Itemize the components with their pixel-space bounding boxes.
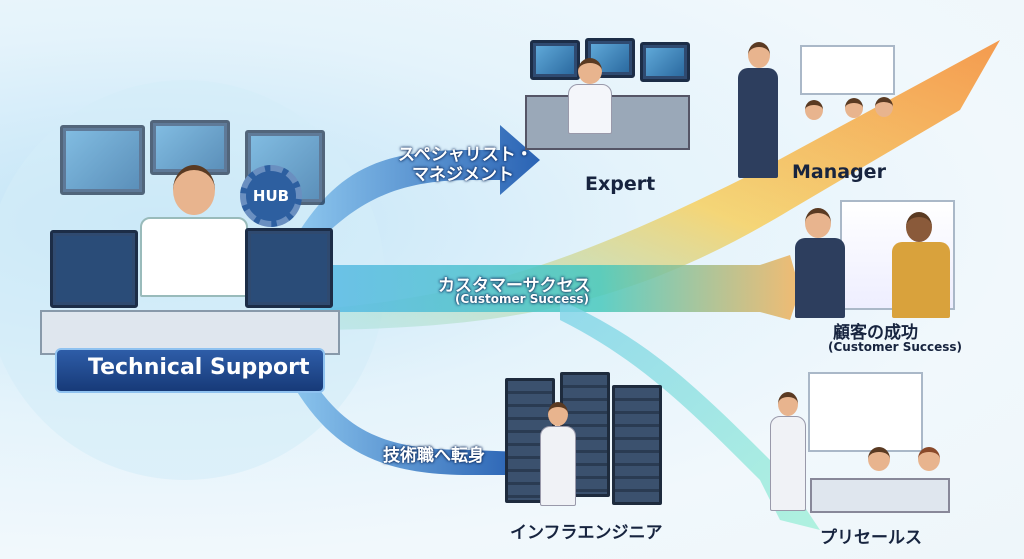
growth-chart xyxy=(800,45,895,95)
destination-infra: インフラエンジニア xyxy=(510,523,663,543)
destination-customer-success-en: (Customer Success) xyxy=(828,340,963,354)
engineer-body xyxy=(540,426,576,506)
expert-monitor xyxy=(530,40,580,80)
expert-head xyxy=(578,58,602,84)
path-label-management: マネジメント xyxy=(412,165,514,185)
path-label-tech-transfer: 技術職へ転身 xyxy=(383,446,485,466)
presenter-body xyxy=(770,416,806,511)
destination-manager: Manager xyxy=(792,161,886,183)
dashboard-screen xyxy=(150,120,230,175)
expert-body xyxy=(568,84,612,134)
hub-title: Technical Support xyxy=(88,355,310,380)
right-monitor xyxy=(245,228,333,308)
customer-head xyxy=(906,212,932,242)
blue-arrow-up xyxy=(300,125,540,240)
manager-body xyxy=(738,68,778,178)
teal-band xyxy=(300,255,800,320)
left-monitor xyxy=(50,230,138,308)
presentation-board xyxy=(808,372,923,452)
hub-gear-icon: HUB xyxy=(240,165,302,227)
customer-body xyxy=(892,242,950,318)
consultant-body xyxy=(795,238,845,318)
server-rack xyxy=(612,385,662,505)
audience-head xyxy=(805,100,823,120)
destination-customer-success: 顧客の成功 xyxy=(833,323,918,343)
path-label-customer-success: カスタマーサクセス xyxy=(438,276,591,296)
audience-head xyxy=(845,98,863,118)
audience-head xyxy=(875,97,893,117)
client-head xyxy=(918,447,940,471)
agent-body xyxy=(140,217,248,297)
blue-arrow-down xyxy=(290,360,520,475)
teal-arrow-down xyxy=(560,300,820,530)
client-head xyxy=(868,447,890,471)
meeting-table xyxy=(810,478,950,513)
expert-monitor xyxy=(640,42,690,82)
path-label-specialist: スペシャリスト・ xyxy=(398,145,533,165)
manager-head xyxy=(748,42,770,68)
engineer-head xyxy=(548,402,568,426)
presenter-head xyxy=(778,392,798,416)
code-screen xyxy=(60,125,145,195)
consultant-head xyxy=(805,208,831,238)
destination-expert: Expert xyxy=(585,173,656,195)
title-plate xyxy=(55,348,325,393)
destination-presales: プリセールス xyxy=(820,528,922,548)
path-label-customer-success-en: (Customer Success) xyxy=(455,292,590,306)
headset-icon xyxy=(173,165,215,215)
